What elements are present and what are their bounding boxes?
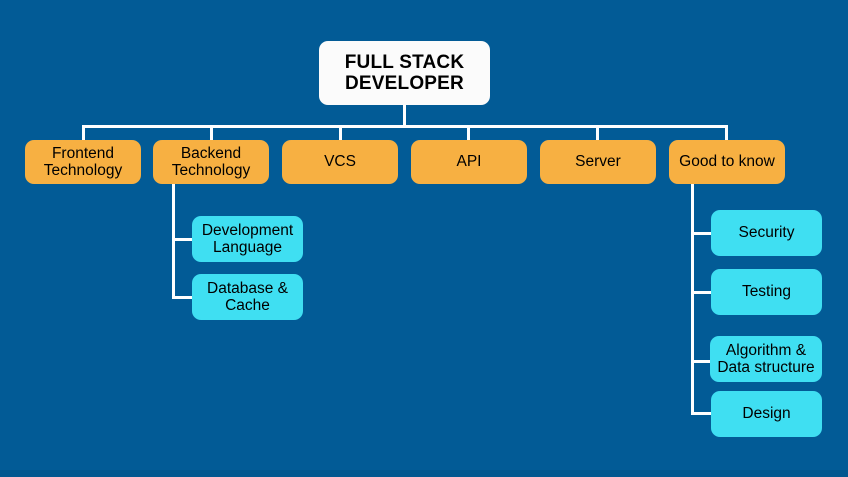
connector-level1-bus: [82, 125, 728, 128]
node-label-security: Security: [738, 224, 795, 242]
node-label-vcs: VCS: [324, 153, 356, 171]
node-label-design: Design: [742, 405, 791, 423]
connector-backend-branch-1: [172, 238, 194, 241]
node-algorithm-data-structure[interactable]: Algorithm & Data structure: [710, 336, 822, 382]
node-label-api: API: [456, 153, 482, 171]
connector-drop-server: [596, 125, 599, 142]
node-label-algorithm-data-structure: Algorithm & Data structure: [717, 341, 815, 376]
connector-drop-backend: [210, 125, 213, 142]
node-label-good-to-know: Good to know: [679, 153, 775, 171]
node-label-server: Server: [575, 153, 621, 171]
node-good-to-know[interactable]: Good to know: [669, 140, 785, 184]
connector-drop-api: [467, 125, 470, 142]
node-label-root: FULL STACK DEVELOPER: [344, 51, 465, 94]
connector-drop-frontend: [82, 125, 85, 142]
connector-good-to-know-branch-1: [691, 232, 713, 235]
node-testing[interactable]: Testing: [711, 269, 822, 315]
connector-drop-vcs: [339, 125, 342, 142]
connector-good-to-know-branch-2: [691, 291, 713, 294]
connector-root-stem: [403, 104, 406, 128]
node-frontend-technology[interactable]: Frontend Technology: [25, 140, 141, 184]
node-label-testing: Testing: [741, 283, 792, 301]
node-label-backend: Backend Technology: [171, 144, 251, 179]
node-api[interactable]: API: [411, 140, 527, 184]
connector-good-to-know-branch-3: [691, 360, 713, 363]
connector-good-to-know-trunk: [691, 183, 694, 415]
node-security[interactable]: Security: [711, 210, 822, 256]
node-backend-technology[interactable]: Backend Technology: [153, 140, 269, 184]
bottom-band: [0, 470, 848, 477]
node-label-development-language: Development Language: [201, 221, 294, 256]
node-full-stack-developer[interactable]: FULL STACK DEVELOPER: [319, 41, 490, 105]
node-database-cache[interactable]: Database & Cache: [192, 274, 303, 320]
node-development-language[interactable]: Development Language: [192, 216, 303, 262]
connector-good-to-know-branch-4: [691, 412, 713, 415]
node-label-frontend: Frontend Technology: [43, 144, 123, 179]
connector-backend-trunk: [172, 183, 175, 299]
node-vcs[interactable]: VCS: [282, 140, 398, 184]
node-design[interactable]: Design: [711, 391, 822, 437]
connector-backend-branch-2: [172, 296, 194, 299]
node-server[interactable]: Server: [540, 140, 656, 184]
node-label-database-cache: Database & Cache: [207, 279, 288, 314]
connector-drop-good-to-know: [725, 125, 728, 142]
